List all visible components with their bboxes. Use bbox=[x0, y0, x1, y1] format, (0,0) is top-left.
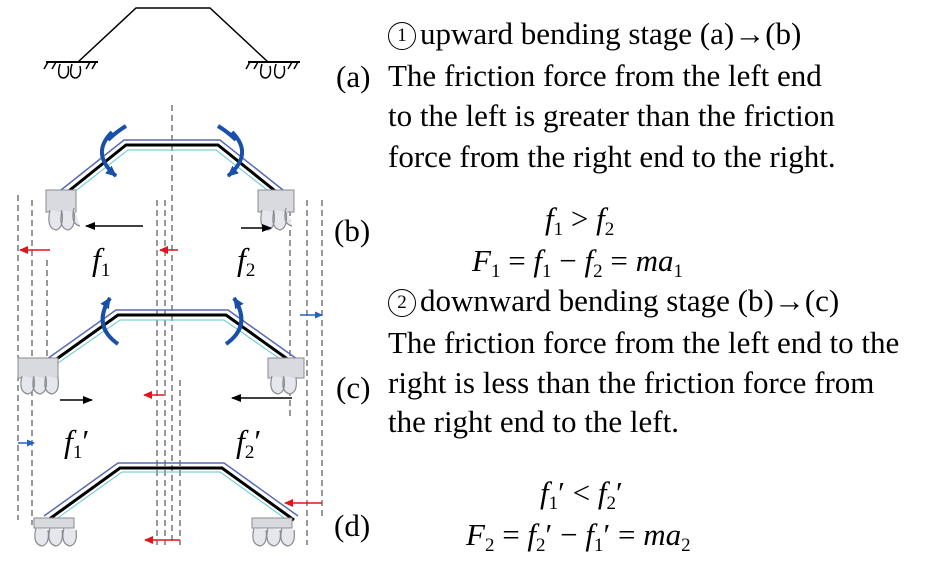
stage1-line-1: The friction force from the left end bbox=[388, 58, 822, 93]
panel-label-c: (c) bbox=[336, 370, 371, 405]
stage2-line-1: The friction force from the left end to … bbox=[388, 325, 900, 360]
equation-f1-gt-f2: f1 > f2 bbox=[545, 201, 615, 240]
force-label-b-right: f2 bbox=[237, 241, 256, 281]
equation-F1: F1 = f1 − f2 = ma1 bbox=[472, 243, 684, 282]
arrows-d bbox=[144, 499, 322, 544]
arrows-c bbox=[18, 311, 323, 447]
robot-d bbox=[33, 462, 299, 547]
force-label-c-left: f1′ bbox=[64, 423, 90, 463]
force-label-b-left: f1 bbox=[92, 241, 111, 281]
circled-number-1: 1 bbox=[388, 22, 416, 50]
force-label-c-right: f2′ bbox=[236, 423, 262, 463]
arrows-b bbox=[19, 222, 272, 254]
stage2-line-3: the right end to the left. bbox=[388, 404, 679, 439]
panel-label-d: (d) bbox=[334, 508, 371, 543]
equation-F2: F2 = f2′ − f1′ = ma2 bbox=[466, 517, 691, 556]
robot-a bbox=[43, 7, 300, 79]
guide-lines bbox=[17, 105, 323, 545]
stage1-line-2: to the left is greater than the friction bbox=[388, 98, 835, 133]
robot-b bbox=[45, 124, 295, 231]
robot-c bbox=[17, 296, 305, 395]
circled-number-2: 2 bbox=[388, 289, 416, 317]
stage1-line-3: force from the right end to the right. bbox=[388, 139, 836, 174]
panel-label-a: (a) bbox=[336, 59, 371, 94]
equation-f1prime-lt-f2prime: f1′ < f2′ bbox=[540, 475, 623, 514]
panel-label-b: (b) bbox=[334, 213, 371, 248]
stage2-line-2: right is less than the friction force fr… bbox=[388, 365, 875, 400]
